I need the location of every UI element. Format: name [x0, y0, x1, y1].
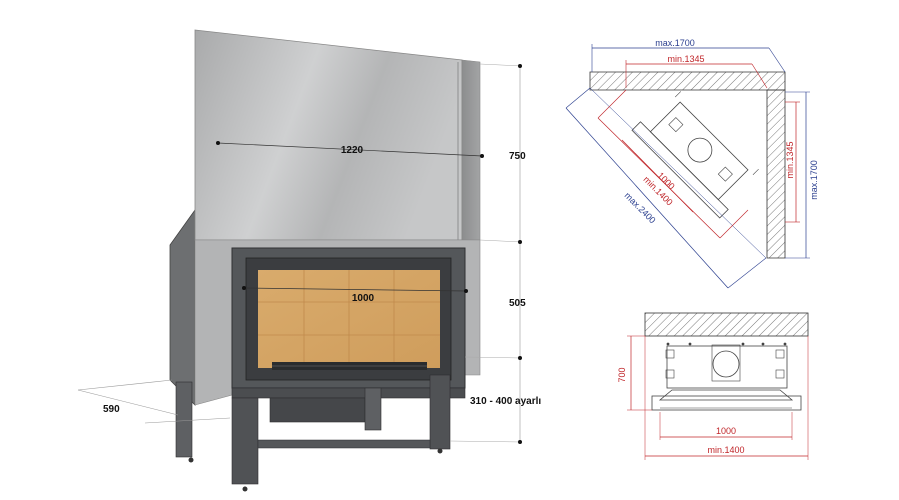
- fireplace-3d-view: 1220 750 505 310 - 400 ayarlı 1000 590: [77, 29, 541, 492]
- corner-fireplace-outline: [631, 91, 759, 219]
- depth-dim-label: 590: [103, 404, 120, 415]
- front-left-leg: [231, 397, 259, 485]
- front-wall-hatch: [644, 312, 809, 337]
- lower-height-dim-label: 505: [509, 298, 526, 309]
- corner-wall-right: [766, 89, 786, 259]
- upper-height-dim-label: 750: [509, 151, 526, 162]
- steel-cladding: [194, 29, 463, 241]
- front-glass-label: 1000: [716, 426, 736, 436]
- back-left-leg: [175, 381, 193, 458]
- corner-plan-view: max.1700 min.1345 max.1700 min.1345: [565, 38, 819, 289]
- plan-min-right-label: min.1345: [785, 141, 795, 178]
- plan-min-top-label: min.1345: [667, 54, 704, 64]
- front-height-label: 700: [617, 367, 627, 382]
- plan-max-top-label: max.1700: [655, 38, 695, 48]
- plan-max-diag-label: max.2400: [623, 190, 658, 225]
- back-right-leg: [364, 387, 382, 431]
- leg-adjust-label: 310 - 400 ayarlı: [470, 396, 541, 407]
- front-fireplace-body: [666, 345, 788, 389]
- width-dim-label: 1220: [341, 145, 364, 156]
- glass-width-dim-label: 1000: [352, 293, 375, 304]
- front-plan-view: 700 1000 min.1400: [617, 312, 809, 460]
- fireplace-left-side: [169, 208, 196, 406]
- plan-max-right-label: max.1700: [809, 160, 819, 200]
- steel-cladding-side: [461, 59, 481, 241]
- corner-wall-top: [589, 71, 786, 91]
- front-min-width-label: min.1400: [707, 445, 744, 455]
- front-right-leg: [429, 374, 451, 450]
